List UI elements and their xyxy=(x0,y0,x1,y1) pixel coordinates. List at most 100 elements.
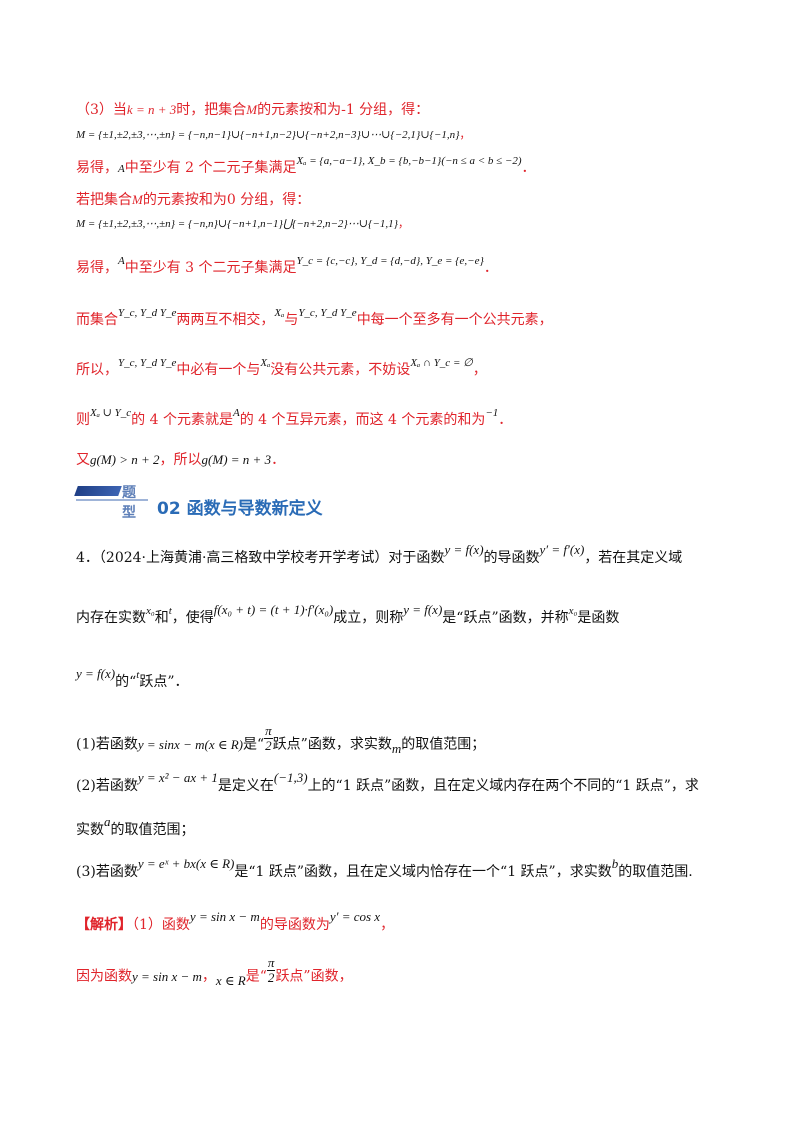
text: 两两互不相交， xyxy=(176,312,275,328)
sol3-line-7: 而集合Y_c, Y_d Y_e两两互不相交，Xₐ与Y_c, Y_d Y_e中每一… xyxy=(76,307,553,331)
text: 内存在实数 xyxy=(76,610,146,626)
text: 因为函数 xyxy=(76,968,132,985)
math-expr: x₀ xyxy=(568,605,578,617)
text: 易得， xyxy=(76,160,118,176)
text: 是“1 跃点”函数，且在定义域内恰存在一个“1 跃点”，求实数 xyxy=(234,864,612,880)
analysis-line-1: 【解析】（1）函数y = sin x − m的导函数为y′ = cos x， xyxy=(76,909,395,935)
text: 的取值范围. xyxy=(618,864,693,880)
banner-label: 题型 xyxy=(122,485,136,521)
text: ， xyxy=(201,968,216,985)
text: 的元素按和为0 分组，得： xyxy=(142,192,311,208)
sol3-line-9: 则Xₐ ∪ Y_c的 4 个元素就是A的 4 个互异元素，而这 4 个元素的和为… xyxy=(76,407,513,431)
text: 实数 xyxy=(76,822,104,838)
math-expr: (−1,3) xyxy=(273,770,308,785)
text: ， xyxy=(472,362,487,378)
text: 与 xyxy=(284,312,299,328)
math-expr: A xyxy=(118,255,125,267)
sol3-line-5: M = {±1,±2,±3,⋯,±n} = {−n,n}∪{−n+1,n−1}⋃… xyxy=(76,214,409,234)
math-expr: M xyxy=(246,102,258,117)
fraction-denominator: 2 xyxy=(267,970,275,985)
text: 跃点”． xyxy=(139,674,189,690)
text: 的取值范围； xyxy=(401,736,486,753)
math-expr: y = x² − ax + 1 xyxy=(137,770,218,785)
sol3-line-10: 又g(M) > n + 2，所以g(M) = n + 3． xyxy=(76,450,285,470)
sol3-line-4: 若把集合M的元素按和为0 分组，得： xyxy=(76,190,310,210)
text: (2)若函数 xyxy=(76,778,138,794)
text: 又 xyxy=(76,452,90,468)
analysis-label: 【解析】 xyxy=(76,917,132,933)
text: 是“ xyxy=(242,736,265,753)
text: 4．（2024·上海黄浦·高三格致中学校考开学考试）对于函数 xyxy=(76,550,445,566)
math-expr: y′ = cos x xyxy=(329,909,381,924)
text: 的 4 个互异元素，而这 4 个元素的和为 xyxy=(239,412,486,428)
text: 中至少有 2 个二元子集满足 xyxy=(124,160,297,176)
text: 所以， xyxy=(76,362,118,378)
text: 上的“1 跃点”函数，且在定义域内存在两个不同的“1 跃点”，求 xyxy=(307,778,699,794)
text: ． xyxy=(271,452,286,468)
text: 而集合 xyxy=(76,312,118,328)
problem4-line-1: 4．（2024·上海黄浦·高三格致中学校考开学考试）对于函数y = f(x)的导… xyxy=(76,542,683,568)
fraction-numerator: π xyxy=(264,723,273,739)
text: 的取值范围； xyxy=(110,822,195,838)
banner-underline xyxy=(76,499,148,501)
text: ，若在其定义域 xyxy=(584,550,683,566)
math-expr: Xₐ xyxy=(260,357,271,369)
math-expr: y = sin x − m xyxy=(189,909,260,924)
math-expr: g(M) = n + 3 xyxy=(201,452,272,467)
math-expr: M = {±1,±2,±3,⋯,±n} = {−n,n−1}∪{−n+1,n−2… xyxy=(76,129,460,141)
text: 是定义在 xyxy=(217,778,274,794)
sol3-line-1: （3）当k = n + 3时，把集合M的元素按和为-1 分组，得： xyxy=(76,100,429,120)
text: 中必有一个与 xyxy=(176,362,261,378)
math-expr: y = eˣ + bx(x ∈ R) xyxy=(137,856,235,871)
text: (1)若函数 xyxy=(76,736,138,753)
problem4-part-2b: 实数a的取值范围； xyxy=(76,814,195,840)
text: ， xyxy=(459,128,471,141)
math-expr: g(M) > n + 2 xyxy=(90,452,160,467)
text: (3)若函数 xyxy=(76,864,138,880)
math-expr: Y_c, Y_d Y_e xyxy=(298,307,357,319)
text: 时，把集合 xyxy=(176,102,247,118)
text: ，使得 xyxy=(171,610,214,626)
math-expr: t xyxy=(168,605,172,617)
math-expr: Xₐ xyxy=(274,307,285,319)
sol3-line-8: 所以，Y_c, Y_d Y_e中必有一个与Xₐ没有公共元素，不妨设Xₐ ∩ Y_… xyxy=(76,357,487,381)
math-expr: y = f(x) xyxy=(444,542,484,557)
math-expr: b xyxy=(611,856,619,871)
math-expr: M = {±1,±2,±3,⋯,±n} = {−n,n}∪{−n+1,n−1}⋃… xyxy=(76,218,398,230)
math-expr: −1 xyxy=(485,407,499,419)
problem4-part-2: (2)若函数y = x² − ax + 1是定义在(−1,3)上的“1 跃点”函… xyxy=(76,770,699,796)
text: 是“ xyxy=(245,968,267,985)
section-title: 02 函数与导数新定义 xyxy=(157,499,323,519)
math-expr: x ∈ R xyxy=(215,972,246,988)
section-banner: 题型 xyxy=(74,482,148,521)
math-expr: Xₐ ∪ Y_c xyxy=(90,407,132,419)
text: ， xyxy=(380,917,395,933)
math-expr: y′ = f′(x) xyxy=(539,542,585,557)
text: 若把集合 xyxy=(76,192,132,208)
math-expr: y = sinx − m(x ∈ R) xyxy=(137,736,243,752)
math-expr: Xₐ ∩ Y_c = ∅ xyxy=(410,357,473,369)
text: 的元素按和为-1 分组，得： xyxy=(257,102,430,118)
math-expr: a xyxy=(104,814,111,829)
math-expr: k = n + 3 xyxy=(126,102,177,117)
math-expr: x₀ xyxy=(146,605,155,617)
math-expr: A xyxy=(118,163,125,175)
text: 跃点”函数，求实数 xyxy=(272,736,392,753)
math-expr: Y_c, Y_d Y_e xyxy=(118,357,177,369)
text: 则 xyxy=(76,412,90,428)
text: 成立，则称 xyxy=(333,610,404,626)
math-expr: m xyxy=(391,740,402,756)
text: 没有公共元素，不妨设 xyxy=(270,362,411,378)
math-expr: t xyxy=(136,669,140,681)
sol3-line-3: 易得，A中至少有 2 个二元子集满足Xₐ = {a,−a−1}, X_b = {… xyxy=(76,155,536,179)
text: ， xyxy=(398,217,409,230)
banner-bar xyxy=(74,486,122,496)
text: ． xyxy=(498,412,513,428)
fraction-denominator: 2 xyxy=(265,738,272,753)
math-expr: Xₐ = {a,−a−1}, X_b = {b,−b−1}(−n ≤ a < b… xyxy=(296,155,522,167)
text: （3）当 xyxy=(76,102,127,118)
math-expr: y = f(x) xyxy=(403,602,443,617)
